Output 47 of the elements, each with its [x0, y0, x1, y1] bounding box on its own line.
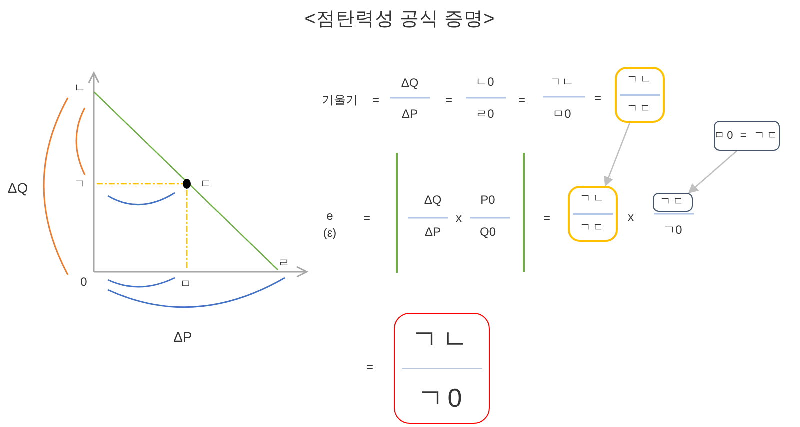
graph-label: ㄴ — [74, 82, 86, 94]
formula-text: = — [366, 361, 374, 373]
formula-text: ㅁ0 = ㄱㄷ — [714, 130, 780, 142]
arrow — [688, 150, 738, 194]
formula-text: = — [446, 94, 452, 106]
formula-text: ㄴ0 — [476, 76, 494, 88]
formula-text: ㄱㄷ — [627, 104, 653, 115]
formula-text: = — [518, 94, 526, 106]
formula-text: e — [326, 210, 334, 222]
formula-text: ㄱㄴ — [627, 75, 653, 86]
formula-text: ㄱㄷ — [580, 222, 606, 234]
graph-label: ㄷ — [200, 178, 212, 190]
formula-text: ㄱㄴ — [550, 76, 574, 88]
graph-label: ㅁ — [180, 278, 192, 290]
graph-label: ㄱ — [74, 178, 86, 190]
formula-text: ΔQ — [424, 194, 442, 206]
formula-text: ΔP — [402, 108, 418, 120]
formula-text: ΔQ — [401, 77, 419, 89]
note-box — [714, 121, 780, 151]
note-box — [653, 193, 693, 212]
fraction-box — [568, 186, 618, 242]
graph-label: ㄹ — [278, 257, 290, 269]
graph-label: ΔQ — [8, 181, 28, 195]
formula-text: ㄱ0 — [418, 385, 466, 412]
formula-text: ㅁ0 — [552, 108, 572, 120]
title: <점탄력성 공식 증명> — [304, 8, 496, 32]
formula-text: = — [594, 92, 602, 104]
formula-text: = — [544, 212, 550, 224]
formula-text: = — [364, 212, 370, 224]
formula-text: Q0 — [480, 226, 496, 238]
formula-text: ㄹ0 — [476, 108, 494, 120]
formula-text: ΔP — [424, 226, 442, 238]
formula-text: ㄱ0 — [664, 224, 682, 236]
graph-label: 0 — [80, 276, 88, 288]
formula-text: x — [628, 211, 634, 223]
formula-text: ㄱㄴ — [580, 194, 606, 206]
fraction-box — [394, 313, 490, 424]
formula-text: = — [372, 94, 380, 106]
formula-text: (ε) — [323, 227, 337, 239]
formula-text: ㄱㄴ — [412, 326, 472, 352]
formula-text: P0 — [480, 194, 496, 206]
arrow — [604, 122, 631, 187]
formula-text: ㄱㄷ — [660, 197, 686, 208]
formula-text: x — [456, 212, 462, 224]
fraction-box — [615, 67, 665, 123]
graph-label: ΔP — [174, 330, 192, 344]
formula-text: 기울기 — [322, 94, 358, 106]
